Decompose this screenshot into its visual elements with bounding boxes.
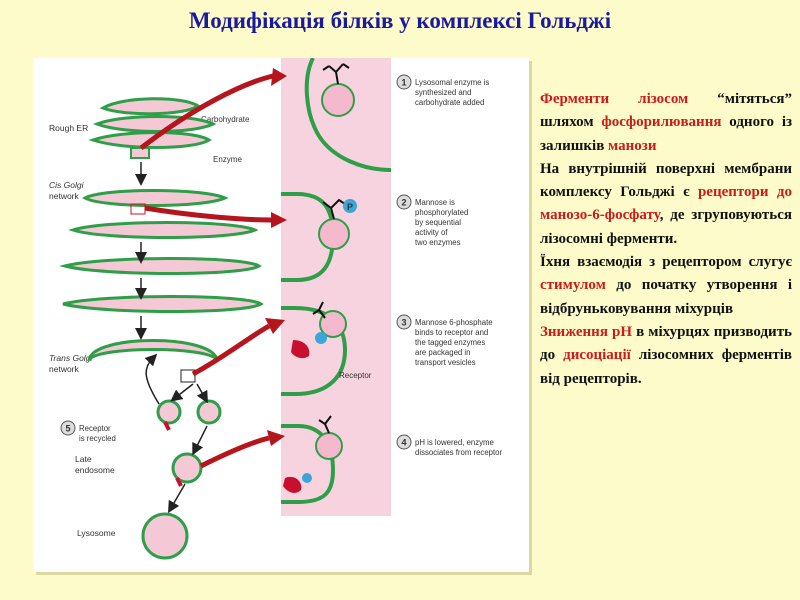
p3-text-1: Їхня взаємодія з рецептором слугує	[540, 254, 792, 271]
step-1-number: 1	[401, 78, 406, 88]
late-endosome-label-2: endosome	[75, 465, 115, 475]
trans-golgi-label-2: network	[49, 364, 80, 374]
step-2-line-1: Mannose is	[415, 198, 455, 207]
step-3: 3 Mannose 6-phosphate binds to receptor …	[396, 314, 493, 367]
lysosome-label: Lysosome	[77, 528, 116, 538]
step-2: 2 Mannose is phosphorylated by sequentia…	[396, 194, 468, 247]
receptor-label: Receptor	[339, 371, 372, 380]
carbohydrate-label: Carbohydrate	[201, 115, 250, 124]
inset-4	[281, 406, 391, 516]
step-1-line-3: carbohydrate added	[415, 98, 484, 107]
step-5-line-1: Receptor	[79, 424, 111, 433]
step-5: 5 Receptor is recycled	[60, 420, 116, 443]
step-5-line-2: is recycled	[79, 434, 116, 443]
step-4-number: 4	[401, 438, 406, 448]
transport-vesicles	[141, 399, 222, 560]
step-2-number: 2	[401, 198, 406, 208]
step-4-line-2: dissociates from receptor	[415, 448, 503, 457]
p4-text-1: в міхурцях призводить до	[540, 323, 792, 364]
cis-golgi-label-2: network	[49, 191, 80, 201]
p4-term-dissociation: дисоціації	[563, 347, 631, 364]
trans-golgi-label-1: Trans Golgi	[49, 353, 93, 363]
step-3-line-1: Mannose 6-phosphate	[415, 318, 493, 327]
p1-text-1: “мітяться” шляхом	[540, 91, 792, 131]
paragraph-2: На внутрішній поверхні мембрани комплекс…	[540, 158, 792, 251]
p4-text-2: лізосомних ферментів від рецепторів.	[540, 347, 793, 387]
rough-er	[88, 97, 217, 159]
inset-3	[281, 294, 391, 406]
rough-er-label: Rough ER	[49, 123, 88, 133]
p2-term-receptors: рецептори до манозо-6-фосфату	[540, 184, 792, 224]
p1-term-mannose: манози	[608, 137, 657, 154]
enzyme-label: Enzyme	[213, 155, 242, 164]
step-1-line-2: synthesized and	[415, 88, 471, 97]
cis-golgi-label-1: Cis Golgi	[49, 180, 85, 190]
p1-term-lysosomes: лізосом	[638, 91, 689, 107]
p2-text-2: , де згруповуються лізосомні ферменти.	[540, 207, 792, 247]
step-2-line-5: two enzymes	[415, 238, 461, 247]
p1-text-2: одного із залишків	[540, 114, 793, 154]
golgi-diagram: P Rough ER Cis Golgi network Trans Golgi…	[33, 58, 529, 572]
p4-term-ph: Зниження рН	[540, 323, 633, 340]
phosphate-label: P	[347, 202, 353, 212]
step-3-line-4: are packaged in	[415, 348, 470, 357]
step-2-line-2: phosphorylated	[415, 208, 468, 217]
step-3-line-3: the tagged enzymes	[415, 338, 485, 347]
step-1: 1 Lysosomal enzyme is synthesized and ca…	[396, 74, 489, 107]
p3-text-2: до початку утворення і відбруньковування…	[540, 277, 792, 317]
step-2-line-4: activity of	[415, 228, 448, 237]
p2-text-1: На внутрішній поверхні мембрани комплекс…	[540, 160, 792, 201]
step-3-line-2: binds to receptor and	[415, 328, 488, 337]
late-endosome-label-1: Late	[75, 454, 92, 464]
step-4-line-1: pH is lowered, enzyme	[415, 438, 494, 447]
inset-1	[281, 58, 392, 180]
step-5-number: 5	[65, 424, 70, 434]
step-3-line-5: transport vesicles	[415, 358, 476, 367]
step-4: 4 pH is lowered, enzyme dissociates from…	[396, 434, 503, 457]
step-1-line-1: Lysosomal enzyme is	[415, 78, 489, 87]
paragraph-3: Їхня взаємодія з рецептором слугує стиму…	[540, 251, 792, 321]
paragraph-4: Зниження рН в міхурцях призводить до дис…	[540, 321, 792, 391]
inset-2: P	[281, 180, 391, 294]
diagram-svg: P Rough ER Cis Golgi network Trans Golgi…	[49, 58, 503, 560]
step-3-number: 3	[401, 318, 406, 328]
paragraph-1: Ферменти лізосом “мітяться” шляхом фосфо…	[540, 88, 792, 158]
golgi-stack	[59, 189, 264, 383]
p1-term-phosphorylation: фосфорилювання	[601, 114, 722, 131]
step-2-line-3: by sequential	[415, 218, 461, 227]
p1-term-enzymes: Ферменти	[540, 91, 610, 107]
p3-term-stimulus: стимулом	[540, 277, 606, 294]
slide-title: Модифікація білків у комплексі Гольджі	[188, 8, 612, 33]
explanation-text: Ферменти лізосом “мітяться” шляхом фосфо…	[540, 88, 792, 391]
